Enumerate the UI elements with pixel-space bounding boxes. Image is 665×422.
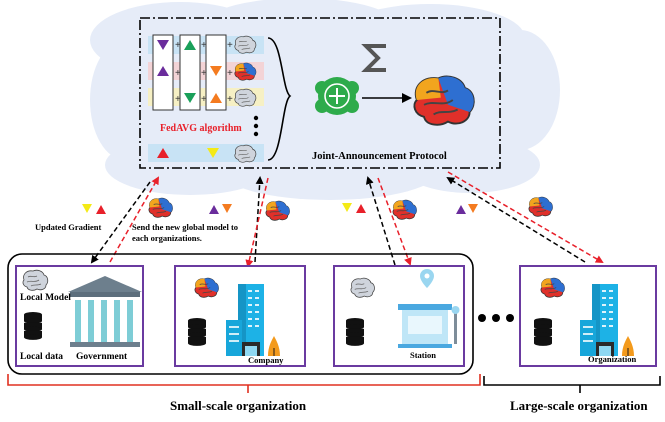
org-label-government: Government <box>76 352 128 362</box>
protocol-label: Joint-Announcement Protocol <box>312 151 447 162</box>
small-scale-label: Small-scale organization <box>170 398 307 413</box>
fedavg-matrix: + + + + + + + + + <box>148 34 292 163</box>
send-model-label-line1: Send the new global model to <box>132 222 239 232</box>
org-government <box>15 265 144 367</box>
station-building-icon <box>398 269 460 348</box>
scale-brackets <box>7 374 661 393</box>
more-orgs-ellipsis <box>478 314 514 322</box>
svg-text:+: + <box>175 68 181 79</box>
aggregator-plus-icon <box>315 77 359 115</box>
updated-gradient-label: Updated Gradient <box>35 222 102 232</box>
org-label-company: Company <box>248 355 284 365</box>
svg-text:+: + <box>227 40 233 51</box>
svg-text:+: + <box>227 94 233 105</box>
svg-text:+: + <box>201 68 207 79</box>
large-scale-label: Large-scale organization <box>510 398 648 413</box>
small-scale-group <box>7 253 474 375</box>
org-company <box>174 265 306 367</box>
fedavg-label: FedAVG algorithm <box>160 123 242 134</box>
org-label-organization: Organization <box>588 354 637 364</box>
sum-icon <box>361 44 386 72</box>
government-building-icon <box>68 276 142 347</box>
aggregation <box>315 44 475 126</box>
local-model-label: Local Model <box>20 293 71 303</box>
org-organization <box>519 265 657 367</box>
communication-arrows <box>90 171 604 268</box>
svg-text:+: + <box>175 40 181 51</box>
org-station <box>333 265 465 367</box>
svg-text:+: + <box>201 40 207 51</box>
svg-text:+: + <box>175 94 181 105</box>
local-data-label: Local data <box>20 352 64 362</box>
send-model-label-line2: each organizations. <box>132 233 202 243</box>
svg-text:+: + <box>227 68 233 79</box>
svg-text:+: + <box>201 94 207 105</box>
org-label-station: Station <box>410 350 436 360</box>
gradient-markers <box>82 196 553 221</box>
